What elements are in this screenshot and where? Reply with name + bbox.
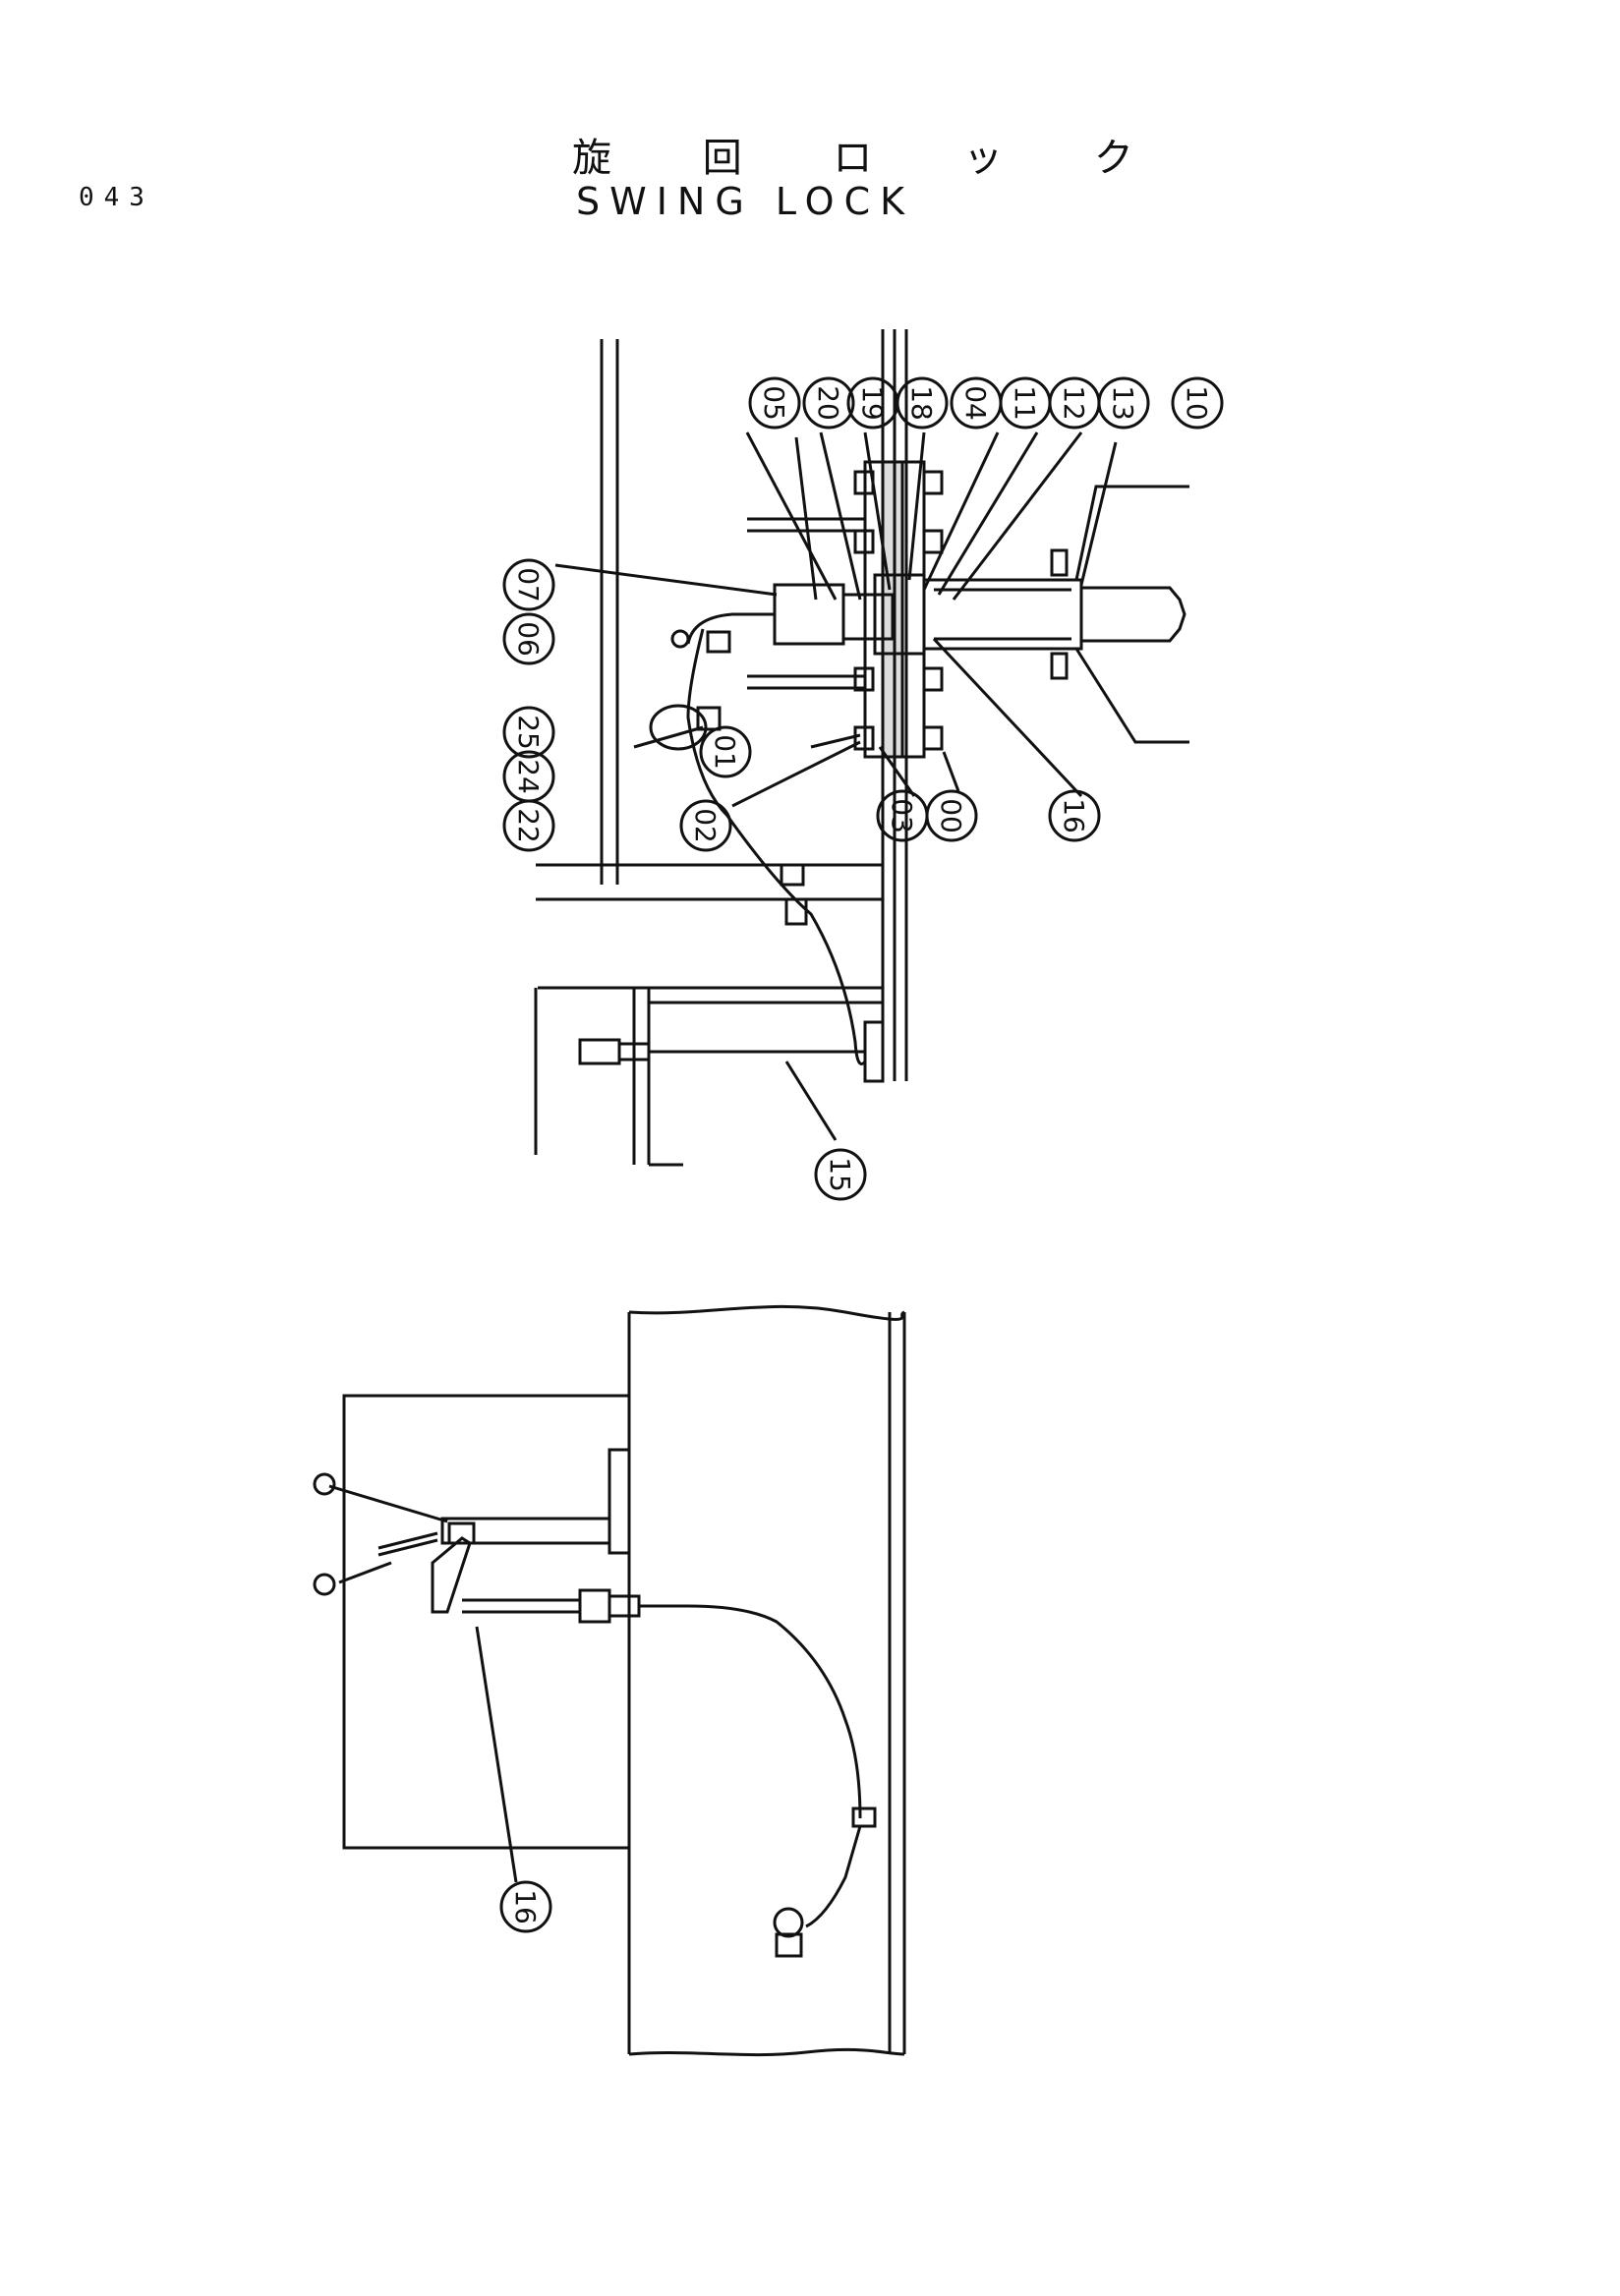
callout-22: 22 [512, 808, 545, 843]
callout-01: 01 [709, 734, 741, 770]
callout-circles [499, 376, 1224, 1933]
callout-11: 11 [1009, 385, 1041, 421]
callout-06: 06 [512, 621, 545, 657]
callout-18: 18 [905, 385, 938, 421]
title-japanese: 旋 回 ロ ッ ク [572, 136, 1173, 181]
callout-20: 20 [812, 385, 844, 421]
callout-16-bottom: 16 [509, 1889, 542, 1924]
callout-07: 07 [512, 567, 545, 603]
page-number: 043 [79, 183, 154, 212]
callout-15: 15 [824, 1157, 856, 1192]
callout-03: 03 [886, 798, 918, 833]
callout-02: 02 [689, 808, 722, 843]
callout-16-top: 16 [1058, 798, 1090, 833]
callout-24: 24 [512, 759, 545, 794]
callout-04: 04 [959, 385, 992, 421]
title-english: SWING LOCK [576, 180, 915, 223]
callout-19: 19 [856, 385, 889, 421]
callout-25: 25 [512, 715, 545, 750]
callout-13: 13 [1107, 385, 1139, 421]
top-assembly-view [534, 329, 1189, 1167]
callout-05: 05 [758, 385, 790, 421]
callout-12: 12 [1058, 385, 1090, 421]
bottom-lever-view [313, 1304, 906, 2057]
callout-00: 00 [935, 798, 967, 833]
callout-10: 10 [1181, 385, 1213, 421]
